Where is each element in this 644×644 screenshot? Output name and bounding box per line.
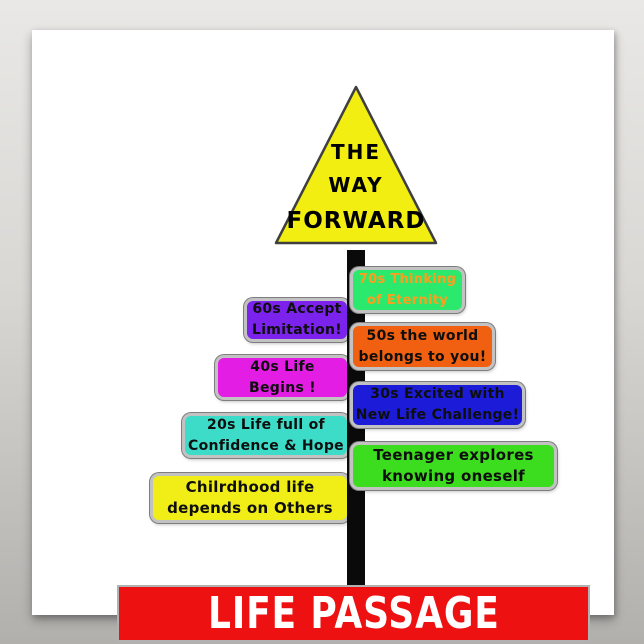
sign-childhood-line-1: Chilrdhood life <box>185 478 315 496</box>
sign-20s-line-1: 20s Life full of <box>207 416 325 433</box>
triangle-shape <box>274 85 438 245</box>
sign-20s-line-2: Confidence & Hope <box>188 437 344 454</box>
way-forward-label: THE WAY FORWARD <box>271 136 441 240</box>
triangle-line-3: FORWARD <box>286 208 426 234</box>
sign-60s-line-2: Limitation! <box>251 322 342 338</box>
sign-40s-line-2: Begins ! <box>249 379 316 396</box>
life-passage-poster: THE WAY FORWARD 70s Thinking of Eternity… <box>32 30 614 642</box>
sign-70s: 70s Thinking of Eternity <box>350 267 465 313</box>
way-forward-triangle-sign <box>274 85 438 245</box>
sign-20s: 20s Life full of Confidence & Hope <box>182 413 350 458</box>
sign-50s-line-1: 50s the world <box>366 327 479 344</box>
sign-50s-line-2: belongs to you! <box>358 348 487 365</box>
sign-teenager: Teenager explores knowing oneself <box>350 442 557 490</box>
sign-30s-line-1: 30s Excited with <box>370 386 505 402</box>
triangle-line-2: WAY <box>328 173 384 197</box>
triangle-line-1: THE <box>330 140 382 164</box>
sign-60s-line-1: 60s Accept <box>252 301 342 317</box>
sign-40s-line-1: 40s Life <box>250 358 315 375</box>
sign-70s-line-1: 70s Thinking <box>358 272 457 287</box>
sign-childhood-line-2: depends on Others <box>167 499 333 517</box>
sign-70s-line-2: of Eternity <box>366 293 449 308</box>
life-passage-banner: LIFE PASSAGE <box>117 585 590 642</box>
sign-teenager-line-2: knowing oneself <box>381 467 526 485</box>
sign-childhood: Chilrdhood life depends on Others <box>150 473 350 523</box>
sign-30s: 30s Excited with New Life Challenge! <box>350 382 525 428</box>
sign-teenager-line-1: Teenager explores <box>373 446 534 464</box>
sign-50s: 50s the world belongs to you! <box>350 323 495 370</box>
sign-60s: 60s Accept Limitation! <box>244 298 350 342</box>
sign-40s: 40s Life Begins ! <box>215 355 350 400</box>
sign-30s-line-2: New Life Challenge! <box>355 407 520 423</box>
life-passage-title: LIFE PASSAGE <box>207 588 500 639</box>
